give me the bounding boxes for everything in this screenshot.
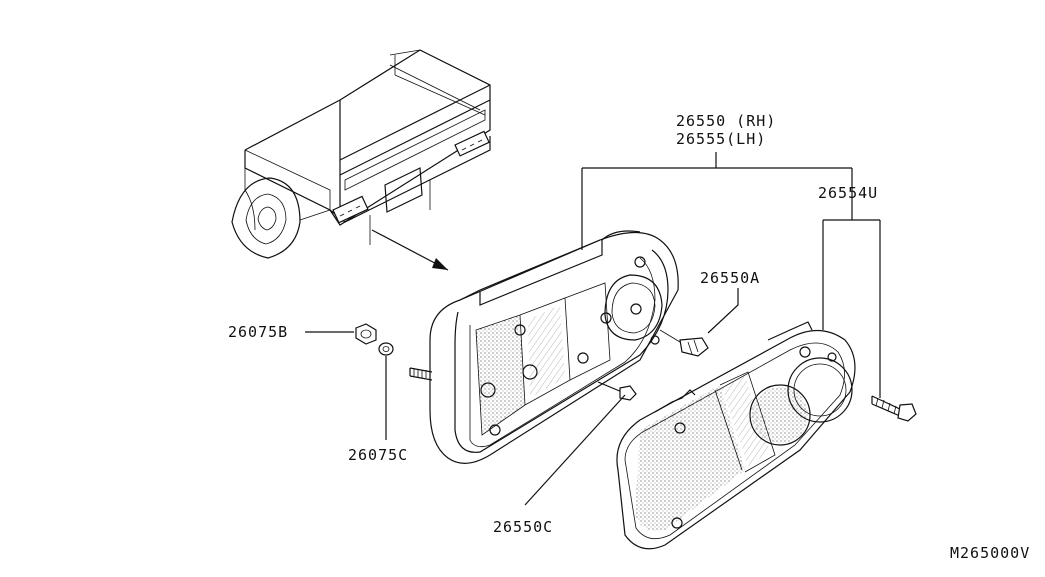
label-screw: 26550C bbox=[493, 518, 554, 536]
washer bbox=[378, 342, 394, 356]
leader-lines bbox=[305, 152, 881, 506]
label-housing-lh: 26555(LH) bbox=[676, 130, 767, 148]
truck-illustration bbox=[231, 49, 491, 271]
label-bulb: 26550A bbox=[700, 269, 761, 287]
label-nut: 26075B bbox=[228, 323, 289, 341]
screw-26550c bbox=[597, 381, 637, 401]
lens-screw bbox=[871, 395, 917, 422]
lamp-housing bbox=[409, 230, 679, 464]
label-housing-rh: 26550 (RH) bbox=[676, 112, 777, 130]
label-lens: 26554U bbox=[818, 184, 879, 202]
nut bbox=[355, 323, 377, 345]
lamp-lens bbox=[616, 321, 856, 550]
label-washer: 26075C bbox=[348, 446, 409, 464]
bulb bbox=[659, 329, 709, 357]
diagram-code: M265000V bbox=[950, 544, 1031, 562]
